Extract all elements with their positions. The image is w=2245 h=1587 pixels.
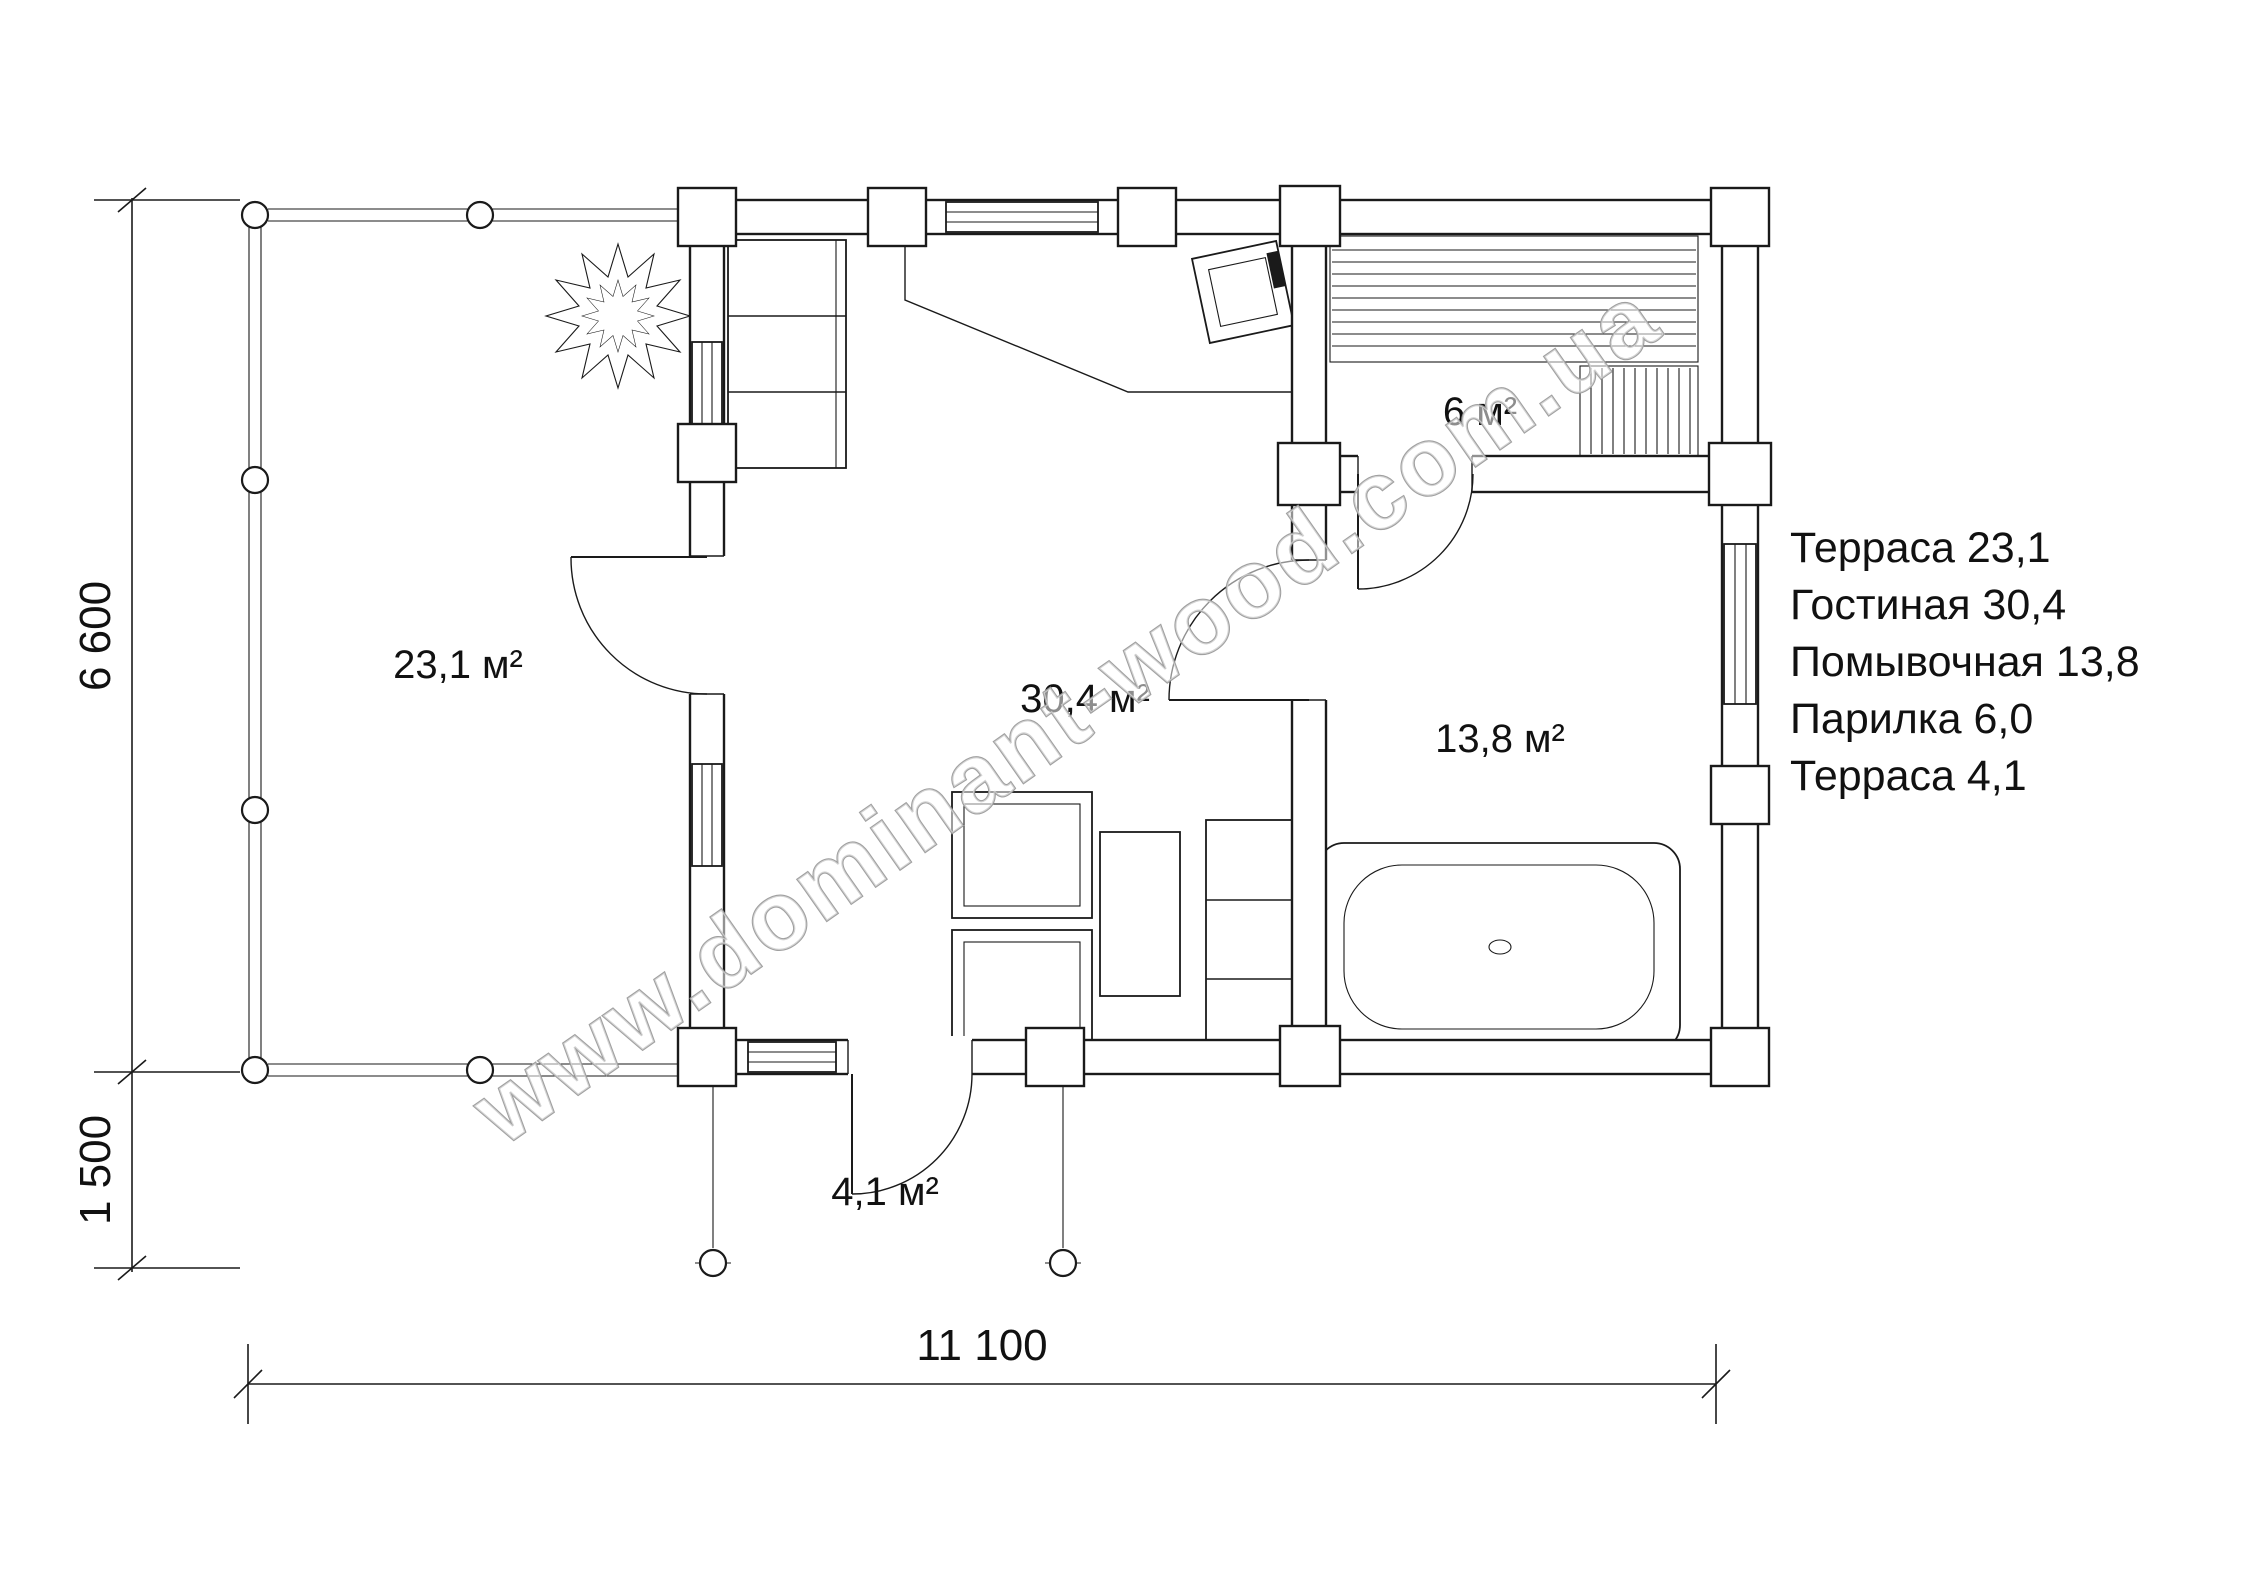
dim-height-main: 6 600 [71, 581, 120, 691]
room-label-terrace-small: 4,1 м² [831, 1170, 939, 1214]
legend-item-terrace-small: Терраса 4,1 [1790, 752, 2027, 800]
living-room-furniture [951, 791, 1293, 1059]
legend-item-living-room: Гостиная 30,4 [1790, 581, 2066, 629]
room-label-washing-room: 13,8 м² [1435, 717, 1565, 761]
legend-item-steam-room: Парилка 6,0 [1790, 695, 2033, 743]
log-node-squares [676, 184, 1773, 1088]
room-labels: 23,1 м² 30,4 м² 13,8 м² 6 м² 4,1 м² [393, 390, 1565, 1214]
legend-item-terrace-main: Терраса 23,1 [1790, 524, 2051, 572]
terrace-posts [240, 200, 1078, 1278]
room-label-terrace-main: 23,1 м² [393, 643, 523, 687]
dim-width-total: 11 100 [916, 1321, 1047, 1370]
cupboard [727, 239, 847, 469]
window-left-wall-lower [691, 763, 723, 867]
tree-plant-icon [544, 242, 692, 390]
doors [570, 473, 1474, 1195]
room-label-steam-room: 6 м² [1443, 390, 1517, 434]
legend-item-washing-room: Помывочная 13,8 [1790, 638, 2140, 686]
door-terrace [570, 556, 708, 695]
corner-niche-wall [904, 234, 1292, 393]
dimension-labels: 6 600 1 500 11 100 [71, 581, 1048, 1370]
windows [691, 201, 1757, 1073]
stove [1190, 239, 1296, 345]
room-label-living-room: 30,4 м² [1020, 677, 1150, 721]
sauna-bench-hatching [1329, 235, 1699, 457]
window-right-wall [1723, 543, 1757, 705]
dimension-lines [94, 187, 1731, 1424]
legend: Терраса 23,1 Гостиная 30,4 Помывочная 13… [1790, 524, 2140, 800]
window-top-wall [945, 201, 1099, 233]
bathtub [1317, 842, 1681, 1052]
door-steam-room [1357, 473, 1474, 590]
door-washing-room [1168, 559, 1310, 701]
door-entrance [851, 1073, 973, 1195]
dim-height-terrace: 1 500 [71, 1115, 120, 1225]
window-bottom-wall [747, 1041, 837, 1073]
door-openings [686, 452, 1473, 1078]
